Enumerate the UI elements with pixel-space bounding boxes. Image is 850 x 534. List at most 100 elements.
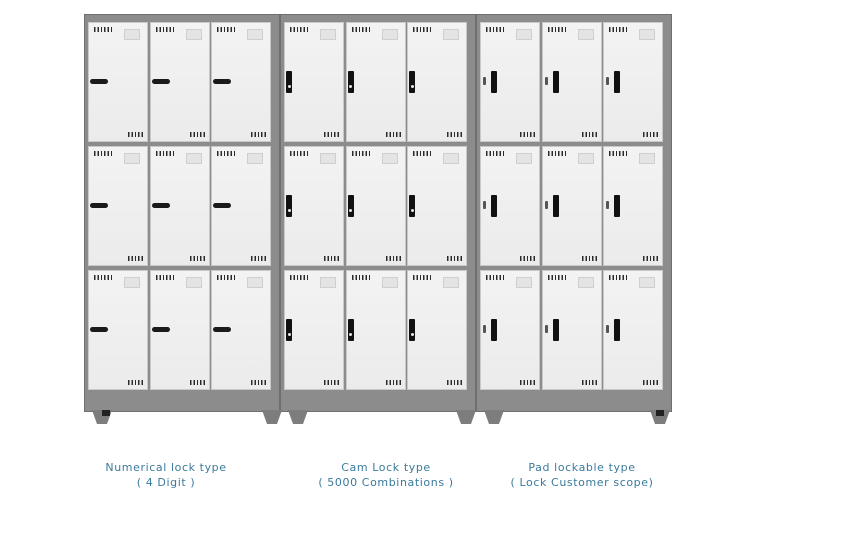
locker-door[interactable]: [284, 22, 344, 142]
vent-icon: [547, 27, 566, 32]
name-plate-icon: [124, 153, 140, 164]
vent-icon: [385, 380, 402, 385]
cam-lock-icon[interactable]: [286, 195, 292, 217]
pad-lock-icon[interactable]: [552, 319, 559, 341]
hasp-icon: [483, 77, 486, 85]
pad-lock-icon[interactable]: [552, 71, 559, 93]
locker-door[interactable]: [345, 146, 406, 266]
vent-icon: [609, 275, 627, 280]
hasp-icon: [544, 77, 548, 85]
locker-door[interactable]: [149, 146, 210, 266]
numerical-lock-icon[interactable]: [213, 203, 231, 208]
locker-door[interactable]: [480, 270, 540, 390]
caption-numerical: Numerical lock type ( 4 Digit ): [66, 460, 266, 490]
hasp-icon: [483, 201, 486, 209]
locker-door[interactable]: [541, 146, 602, 266]
name-plate-icon: [516, 153, 532, 164]
name-plate-icon: [247, 277, 263, 288]
numerical-lock-icon[interactable]: [151, 203, 170, 208]
locker-door[interactable]: [541, 22, 602, 142]
vent-icon: [189, 380, 206, 385]
locker-door[interactable]: [149, 22, 210, 142]
vent-icon: [609, 27, 627, 32]
vent-icon: [128, 380, 144, 385]
locker-door[interactable]: [88, 22, 148, 142]
caption-numerical-subtitle: ( 4 Digit ): [136, 476, 196, 489]
pad-lock-icon[interactable]: [491, 71, 497, 93]
numerical-lock-icon[interactable]: [90, 203, 108, 208]
cam-lock-icon[interactable]: [409, 71, 415, 93]
vent-icon: [643, 380, 659, 385]
caption-cam-subtitle: ( 5000 Combinations ): [318, 476, 454, 489]
locker-foot: [484, 410, 504, 424]
locker-unit-cam: [280, 14, 476, 412]
vent-icon: [486, 275, 504, 280]
locker-door[interactable]: [284, 146, 344, 266]
numerical-lock-icon[interactable]: [90, 79, 108, 84]
cam-lock-icon[interactable]: [347, 71, 354, 93]
name-plate-icon: [247, 29, 263, 40]
numerical-lock-icon[interactable]: [90, 327, 108, 332]
locker-foot: [262, 410, 282, 424]
hasp-icon: [606, 77, 609, 85]
locker-door[interactable]: [407, 146, 467, 266]
locker-door[interactable]: [603, 146, 663, 266]
cam-lock-icon[interactable]: [286, 71, 292, 93]
name-plate-icon: [124, 277, 140, 288]
numerical-lock-icon[interactable]: [213, 79, 231, 84]
caption-pad-title: Pad lockable type: [528, 461, 636, 474]
locker-door[interactable]: [407, 270, 467, 390]
vent-icon: [189, 256, 206, 261]
locker-door[interactable]: [345, 270, 406, 390]
vent-icon: [547, 275, 566, 280]
vent-icon: [217, 275, 235, 280]
pad-lock-icon[interactable]: [491, 195, 497, 217]
locker-door[interactable]: [211, 22, 271, 142]
locker-foot: [456, 410, 476, 424]
pad-lock-icon[interactable]: [614, 195, 620, 217]
caption-cam: Cam Lock type ( 5000 Combinations ): [286, 460, 486, 490]
locker-door[interactable]: [211, 270, 271, 390]
name-plate-icon: [247, 153, 263, 164]
locker-door[interactable]: [603, 270, 663, 390]
locker-door[interactable]: [480, 146, 540, 266]
name-plate-icon: [516, 29, 532, 40]
cam-lock-icon[interactable]: [347, 319, 354, 341]
locker-door[interactable]: [541, 270, 602, 390]
vent-icon: [581, 380, 598, 385]
locker-door[interactable]: [284, 270, 344, 390]
vent-icon: [520, 380, 536, 385]
numerical-lock-icon[interactable]: [151, 327, 170, 332]
vent-icon: [251, 380, 267, 385]
vent-icon: [155, 275, 174, 280]
name-plate-icon: [185, 277, 202, 288]
locker-door[interactable]: [149, 270, 210, 390]
locker-door[interactable]: [345, 22, 406, 142]
cam-lock-icon[interactable]: [409, 195, 415, 217]
vent-icon: [324, 132, 340, 137]
vent-icon: [128, 132, 144, 137]
locker-door[interactable]: [480, 22, 540, 142]
caption-numerical-title: Numerical lock type: [105, 461, 227, 474]
numerical-lock-icon[interactable]: [213, 327, 231, 332]
pad-lock-icon[interactable]: [614, 71, 620, 93]
locker-door[interactable]: [407, 22, 467, 142]
locker-door[interactable]: [88, 270, 148, 390]
cam-lock-icon[interactable]: [286, 319, 292, 341]
name-plate-icon: [577, 29, 594, 40]
locker-door[interactable]: [211, 146, 271, 266]
vent-icon: [128, 256, 144, 261]
locker-door[interactable]: [603, 22, 663, 142]
cam-lock-icon[interactable]: [347, 195, 354, 217]
pad-lock-icon[interactable]: [491, 319, 497, 341]
cam-lock-icon[interactable]: [409, 319, 415, 341]
locker-foot: [288, 410, 308, 424]
numerical-lock-icon[interactable]: [151, 79, 170, 84]
vent-icon: [520, 132, 536, 137]
name-plate-icon: [320, 153, 336, 164]
locker-foot: [650, 410, 670, 424]
pad-lock-icon[interactable]: [614, 319, 620, 341]
locker-door[interactable]: [88, 146, 148, 266]
pad-lock-icon[interactable]: [552, 195, 559, 217]
